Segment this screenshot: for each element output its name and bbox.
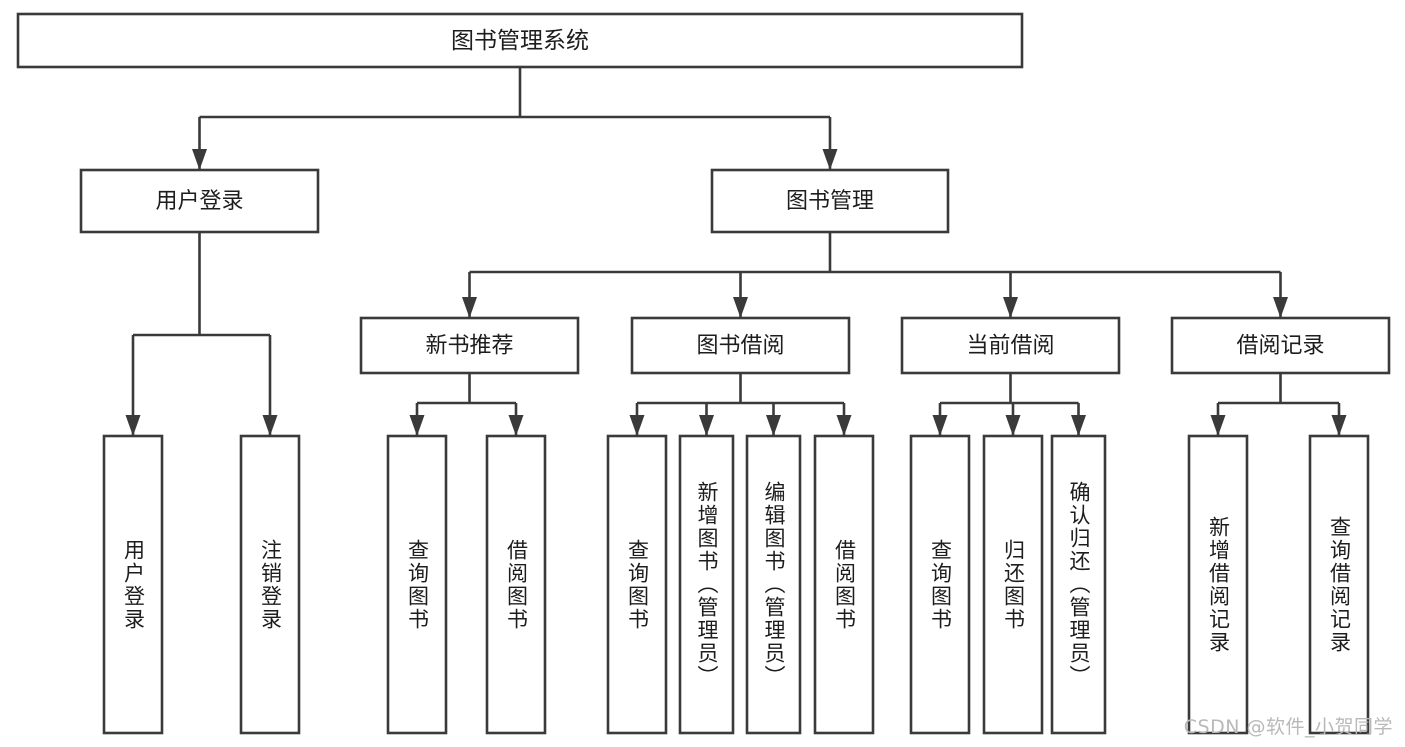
- leaf-node-3-box[interactable]: [485, 434, 547, 735]
- level3-node-2-box[interactable]: [900, 316, 1121, 375]
- user-login-arrow-0: [125, 415, 141, 436]
- level3-node-0-label: 新书推荐: [425, 334, 513, 359]
- leaf-node-9-box[interactable]: [982, 434, 1044, 735]
- level2-node-0-box[interactable]: [79, 168, 320, 234]
- book-borrow-arrow-2: [766, 415, 781, 436]
- level3-node-0[interactable]: 新书推荐: [359, 316, 580, 375]
- root-arrow-1: [822, 149, 838, 170]
- user-login-arrow-1: [262, 415, 278, 436]
- root-node[interactable]: 图书管理系统: [16, 12, 1024, 69]
- connector-layer: [125, 67, 1347, 436]
- level3-node-1-label: 图书借阅: [696, 334, 784, 359]
- level3-node-1[interactable]: 图书借阅: [630, 316, 851, 375]
- level3-node-3[interactable]: 借阅记录: [1170, 316, 1391, 375]
- level2-node-0[interactable]: 用户登录: [79, 168, 320, 234]
- level2-node-1-box[interactable]: [710, 168, 950, 234]
- leaf-node-0-box[interactable]: [102, 434, 164, 735]
- level2-node-0-label: 用户登录: [155, 189, 243, 214]
- leaf-node-8-box[interactable]: [909, 434, 971, 735]
- current-borrow-arrow-0: [932, 415, 948, 436]
- leaf-node-4-box[interactable]: [606, 434, 668, 735]
- book-borrow-arrow-0: [629, 415, 645, 436]
- new-book-arrow-1: [508, 415, 524, 436]
- leaf-node-1-box[interactable]: [239, 434, 301, 735]
- level2-node-1-label: 图书管理: [786, 189, 874, 214]
- level3-node-3-label: 借阅记录: [1236, 334, 1324, 359]
- level3-node-2[interactable]: 当前借阅: [900, 316, 1121, 375]
- leaf-node-10-box[interactable]: [1050, 434, 1107, 735]
- leaf-node-7-box[interactable]: [813, 434, 875, 735]
- leaf-node-5-box[interactable]: [678, 434, 735, 735]
- level3-node-1-box[interactable]: [630, 316, 851, 375]
- level3-node-0-box[interactable]: [359, 316, 580, 375]
- leaf-node-11-box[interactable]: [1187, 434, 1249, 735]
- book-manage-arrow-2: [1003, 297, 1018, 318]
- leaf-node-2-box[interactable]: [386, 434, 448, 735]
- current-borrow-arrow-1: [1005, 415, 1021, 436]
- leaf-node-6-box[interactable]: [745, 434, 802, 735]
- leaf-node-12-box[interactable]: [1308, 434, 1370, 735]
- current-borrow-arrow-2: [1071, 415, 1086, 436]
- new-book-arrow-0: [409, 415, 425, 436]
- borrow-record-arrow-1: [1331, 415, 1347, 436]
- book-manage-arrow-0: [462, 297, 477, 318]
- root-node-label: 图书管理系统: [451, 28, 589, 54]
- book-manage-arrow-1: [733, 297, 748, 318]
- watermark-text: CSDN @软件_小贺同学: [1183, 716, 1393, 738]
- book-borrow-arrow-3: [836, 415, 852, 436]
- book-manage-arrow-3: [1273, 297, 1288, 318]
- level3-node-3-box[interactable]: [1170, 316, 1391, 375]
- root-arrow-0: [192, 149, 207, 170]
- level3-node-2-label: 当前借阅: [966, 334, 1054, 359]
- borrow-record-arrow-0: [1210, 415, 1226, 436]
- book-borrow-arrow-1: [699, 415, 714, 436]
- root-node-box[interactable]: [16, 12, 1024, 69]
- level2-node-1[interactable]: 图书管理: [710, 168, 950, 234]
